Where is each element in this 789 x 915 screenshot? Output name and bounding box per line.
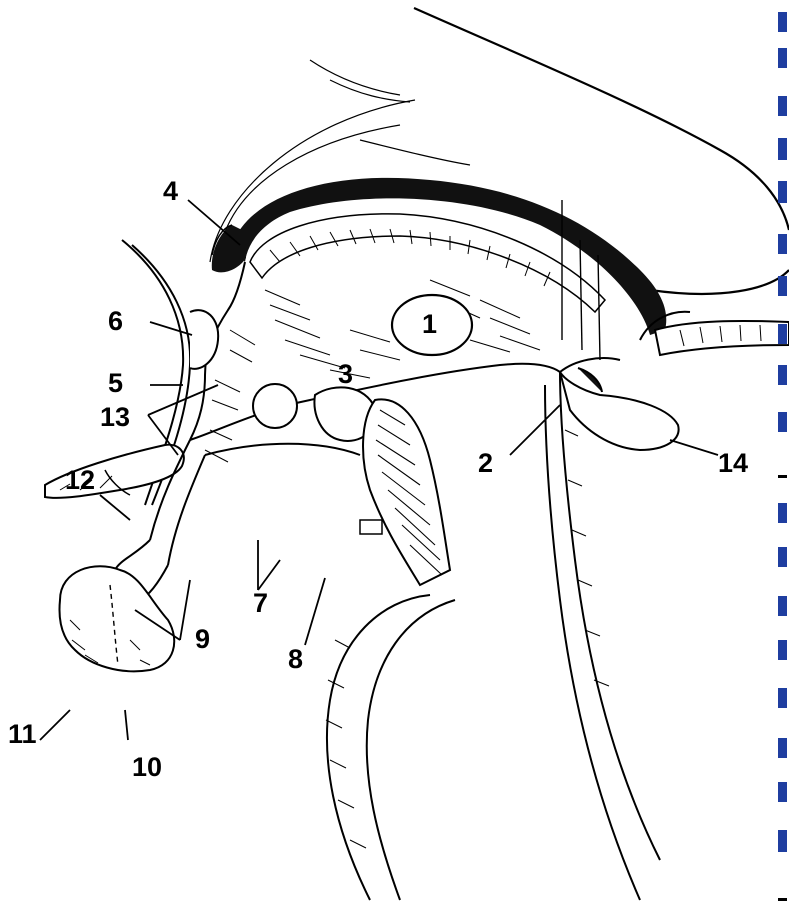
label-7: 7 <box>253 588 268 618</box>
small-circle <box>253 384 297 428</box>
anterior-commissure <box>190 310 218 369</box>
label-10: 10 <box>132 752 162 782</box>
label-12: 12 <box>65 465 95 495</box>
label-5: 5 <box>108 368 123 398</box>
brainstem-hatched <box>360 399 450 585</box>
knob-4 <box>212 225 246 272</box>
upper-arch <box>210 60 666 335</box>
label-13: 13 <box>100 402 130 432</box>
label-8: 8 <box>288 644 303 674</box>
cropped-text-strip <box>778 0 789 915</box>
label-14: 14 <box>718 448 748 478</box>
label-3: 3 <box>338 359 353 389</box>
label-2: 2 <box>478 448 493 478</box>
posterior-commissure <box>640 312 789 355</box>
label-1: 1 <box>422 309 437 339</box>
label-9: 9 <box>195 624 210 654</box>
label-11: 11 <box>8 719 37 749</box>
lower-tube <box>326 595 455 900</box>
label-4: 4 <box>163 176 178 206</box>
label-6: 6 <box>108 306 123 336</box>
